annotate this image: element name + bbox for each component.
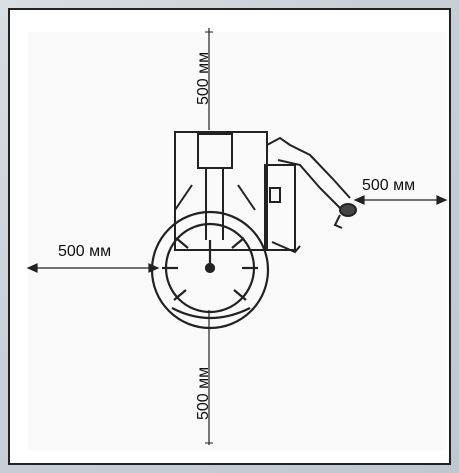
bottom-clearance-label: 500 мм bbox=[195, 367, 212, 420]
diagram-background bbox=[28, 32, 446, 450]
vertical-axis bbox=[205, 28, 213, 445]
side-arm bbox=[264, 136, 357, 254]
machine-body bbox=[174, 131, 268, 251]
installation-clearance-diagram: 500 мм 500 мм 500 мм 500 мм bbox=[26, 28, 448, 450]
left-dimension-arrow bbox=[26, 263, 160, 273]
turntable bbox=[150, 210, 270, 330]
left-clearance-label: 500 мм bbox=[58, 243, 111, 260]
right-dimension-arrow bbox=[353, 195, 448, 205]
right-clearance-label: 500 мм bbox=[362, 177, 415, 194]
diagram-frame: 500 мм 500 мм 500 мм 500 мм bbox=[8, 8, 451, 465]
top-clearance-label: 500 мм bbox=[195, 52, 212, 105]
